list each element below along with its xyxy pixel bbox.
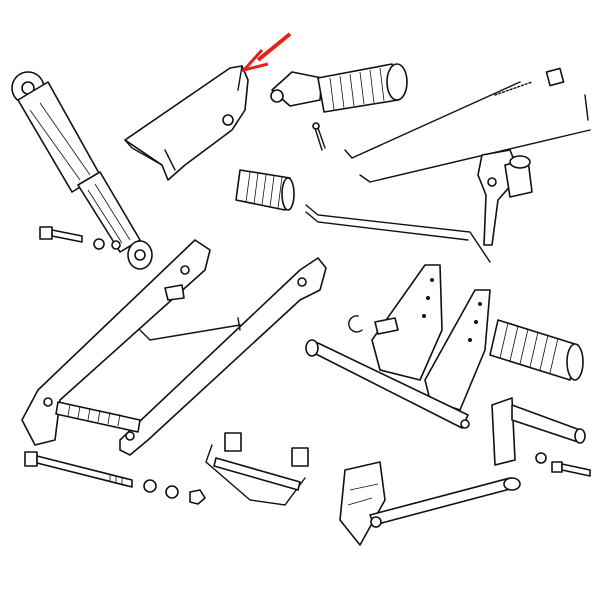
twist-grip[interactable]	[270, 63, 408, 113]
swing-arm-bolt[interactable]	[24, 451, 133, 488]
lock-washer[interactable]	[165, 485, 179, 499]
swing-arm[interactable]	[21, 239, 327, 456]
shock-absorber[interactable]	[11, 71, 153, 270]
nut[interactable]	[189, 489, 206, 505]
brake-rod-spring[interactable]	[344, 67, 591, 183]
filter-cylinder[interactable]	[235, 169, 295, 211]
circlip[interactable]	[348, 315, 363, 333]
kickstand[interactable]	[339, 461, 521, 546]
chain-guard[interactable]	[124, 65, 249, 181]
bushings[interactable]	[205, 432, 309, 506]
washer[interactable]	[143, 479, 157, 493]
pivot-bracket[interactable]	[305, 264, 491, 429]
footrest-bracket[interactable]	[491, 397, 591, 477]
footrest-rubber[interactable]	[489, 319, 584, 381]
brake-pedal[interactable]	[305, 149, 533, 263]
split-pin[interactable]	[312, 122, 326, 151]
highlight-arrow-icon	[239, 32, 292, 73]
shock-bolt[interactable]	[39, 226, 121, 250]
